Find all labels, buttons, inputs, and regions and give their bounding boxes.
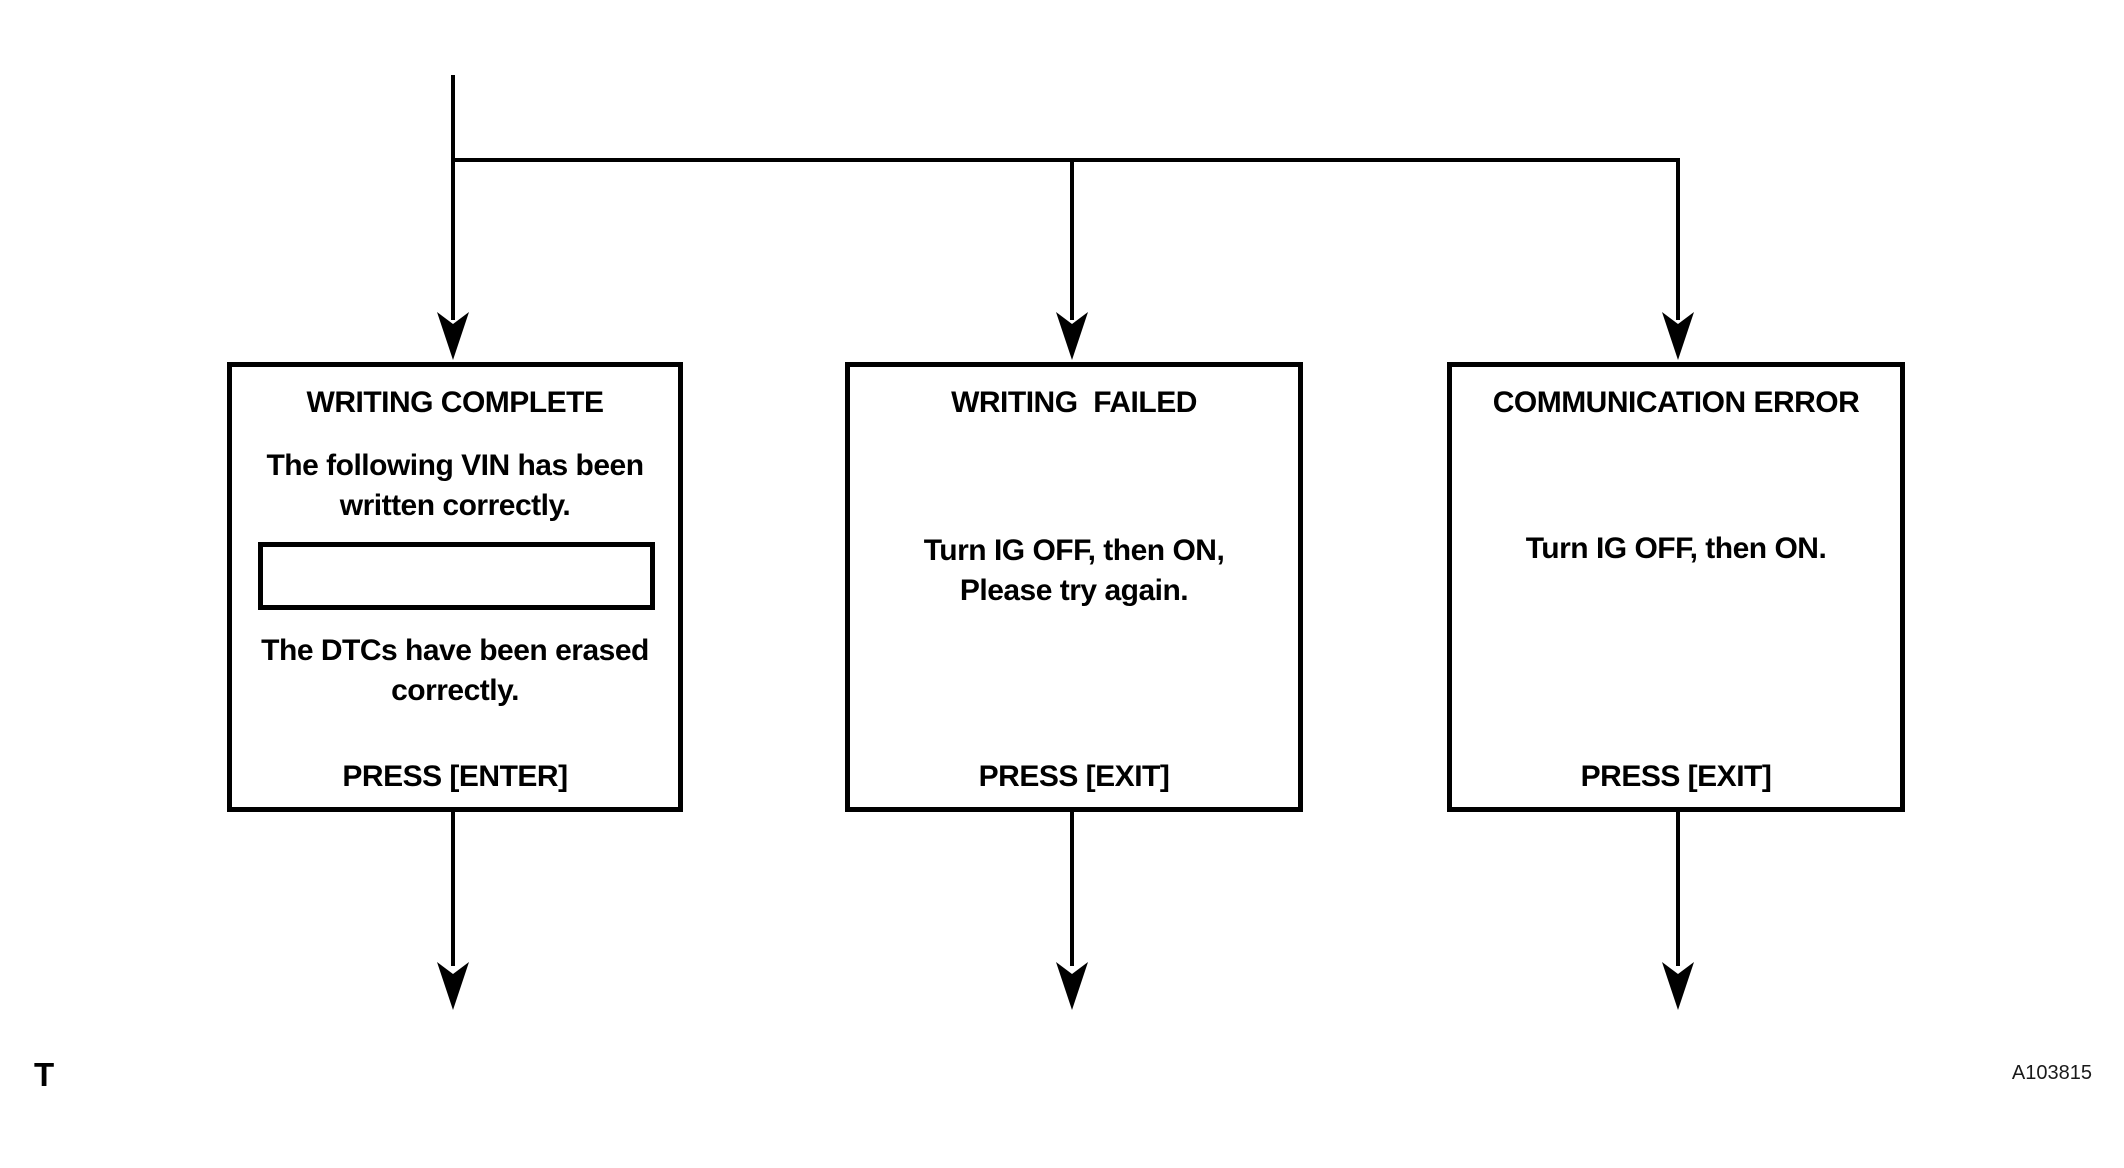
press-exit-label: PRESS [EXIT] <box>1580 760 1772 793</box>
arrowhead-entry-right <box>1662 312 1694 360</box>
figure-code-label: A103815 <box>2011 1062 2092 1084</box>
box-title: WRITING FAILED <box>951 386 1197 419</box>
vin-field <box>258 542 655 610</box>
arrowhead-entry-middle <box>1056 312 1088 360</box>
message-ig-off-on: Turn IG OFF, then ON. <box>1525 532 1827 565</box>
arrowhead-exit-right <box>1662 962 1694 1010</box>
page-corner-label: T <box>34 1056 55 1093</box>
press-enter-label: PRESS [ENTER] <box>342 760 568 793</box>
message-dtcs-erased: The DTCs have been erased correctly. <box>261 634 649 707</box>
box-writing-failed: WRITING FAILED Turn IG OFF, then ON, Ple… <box>845 362 1303 812</box>
box-communication-error: COMMUNICATION ERROR Turn IG OFF, then ON… <box>1447 362 1905 812</box>
arrowhead-exit-middle <box>1056 962 1088 1010</box>
box-title: WRITING COMPLETE <box>306 386 604 419</box>
box-title: COMMUNICATION ERROR <box>1492 386 1860 419</box>
message-vin-written: The following VIN has been written corre… <box>266 449 644 522</box>
arrowhead-exit-left <box>437 962 469 1010</box>
message-try-again: Turn IG OFF, then ON, Please try again. <box>923 534 1225 607</box>
arrowhead-entry-left <box>437 312 469 360</box>
press-exit-label: PRESS [EXIT] <box>978 760 1170 793</box>
box-writing-complete: WRITING COMPLETE The following VIN has b… <box>227 362 683 812</box>
